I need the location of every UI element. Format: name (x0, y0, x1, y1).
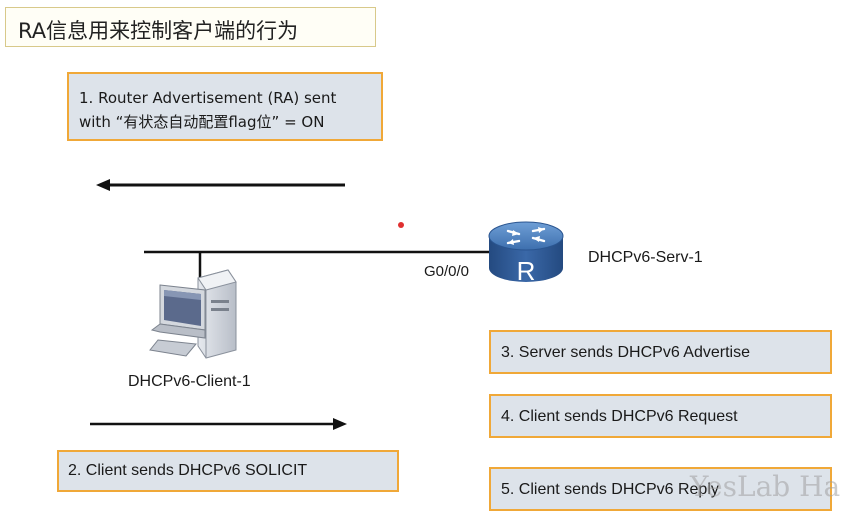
step-2-box: 2. Client sends DHCPv6 SOLICIT (57, 450, 399, 492)
step-5-box: 5. Client sends DHCPv6 Reply (489, 467, 832, 511)
step-3-text: 3. Server sends DHCPv6 Advertise (501, 344, 750, 361)
interface-label: G0/0/0 (424, 263, 470, 280)
step-5-text: 5. Client sends DHCPv6 Reply (501, 481, 719, 498)
arrow-right-solicit (90, 418, 347, 430)
client-label: DHCPv6-Client-1 (128, 373, 251, 390)
router-icon: R (488, 221, 564, 286)
step-1-box: 1. Router Advertisement (RA) sent with “… (67, 72, 383, 141)
step-4-text: 4. Client sends DHCPv6 Request (501, 408, 738, 425)
step-2-text: 2. Client sends DHCPv6 SOLICIT (68, 462, 308, 479)
server-label: DHCPv6-Serv-1 (588, 249, 703, 266)
pc-client-icon (149, 269, 237, 359)
step-1-line-2: with “有状态自动配置flag位” = ON (79, 113, 325, 131)
step-4-box: 4. Client sends DHCPv6 Request (489, 394, 832, 438)
arrow-left-ra (96, 179, 345, 191)
step-3-box: 3. Server sends DHCPv6 Advertise (489, 330, 832, 374)
step-1-line-1: 1. Router Advertisement (RA) sent (79, 89, 337, 107)
pointer-dot (398, 222, 404, 228)
slide-title: RA信息用来控制客户端的行为 (5, 7, 376, 47)
watermark: YesLab Ha (690, 470, 841, 503)
router-letter: R (517, 256, 536, 286)
